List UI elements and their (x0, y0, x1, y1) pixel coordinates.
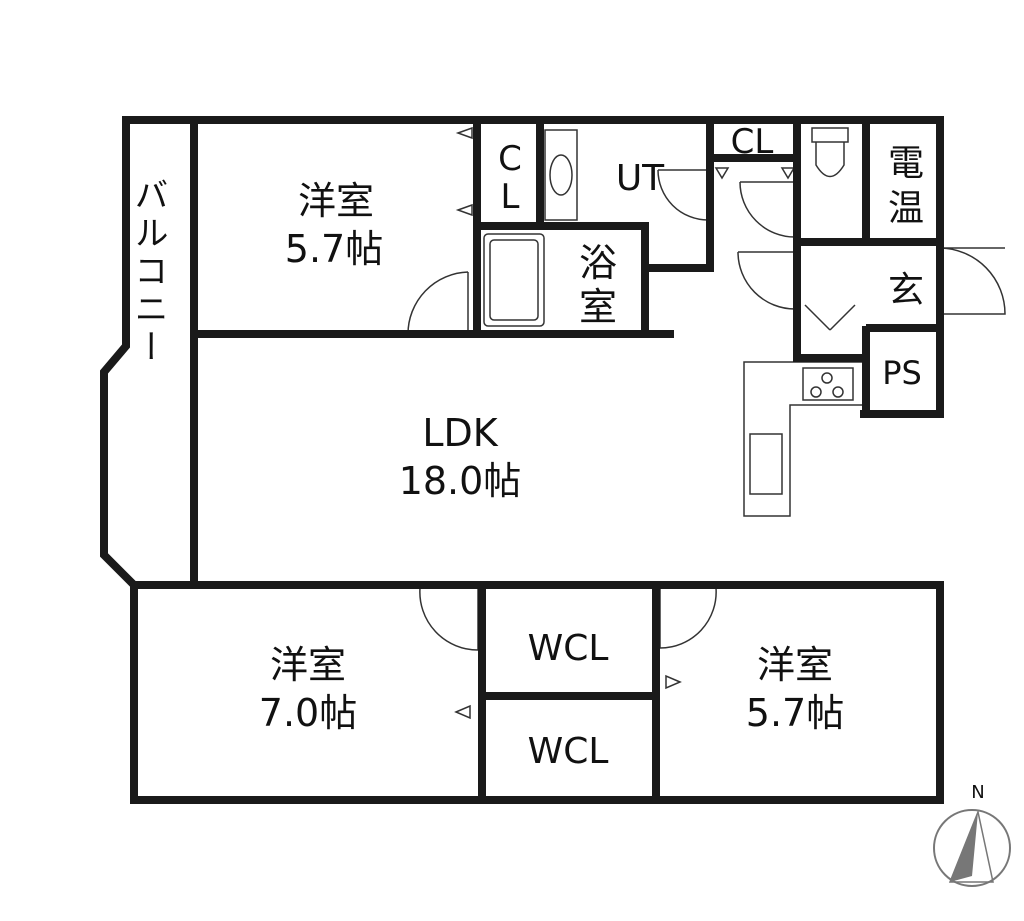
room-labels: 洋室 5.7帖 C L UT CL 電 温 浴 室 玄 PS バルコニー LDK… (128, 122, 924, 772)
room-denon-1: 電 (888, 143, 924, 184)
compass-arrow-icon (950, 812, 978, 882)
room-western-bottom-right-name: 洋室 (757, 643, 833, 687)
compass: N (933, 782, 1011, 887)
room-wcl-upper-name: WCL (528, 628, 609, 669)
room-ldk-size: 18.0帖 (399, 459, 522, 503)
room-cl-top-right-name: CL (731, 122, 774, 162)
room-entrance-name: 玄 (888, 270, 924, 311)
room-western-bottom-right-size: 5.7帖 (746, 691, 844, 735)
room-denon-2: 温 (888, 188, 924, 229)
compass-ring (933, 809, 1011, 887)
room-western-top-size: 5.7帖 (285, 227, 383, 271)
room-western-bottom-left-size: 7.0帖 (259, 691, 357, 735)
room-wcl-lower-name: WCL (528, 731, 609, 772)
room-western-bottom-left-name: 洋室 (270, 643, 346, 687)
room-bath-2: 室 (579, 285, 617, 329)
room-balcony-name: バルコニー (128, 177, 168, 367)
room-ldk-name: LDK (422, 411, 498, 455)
compass-label: N (971, 782, 984, 803)
room-western-top-name: 洋室 (298, 179, 374, 223)
room-ps-name: PS (882, 354, 922, 392)
room-cl-top-left-1: C (498, 139, 522, 179)
room-ut-name: UT (616, 158, 665, 199)
room-bath-1: 浴 (579, 241, 617, 285)
room-cl-top-left-2: L (501, 177, 520, 217)
walls (100, 116, 944, 804)
